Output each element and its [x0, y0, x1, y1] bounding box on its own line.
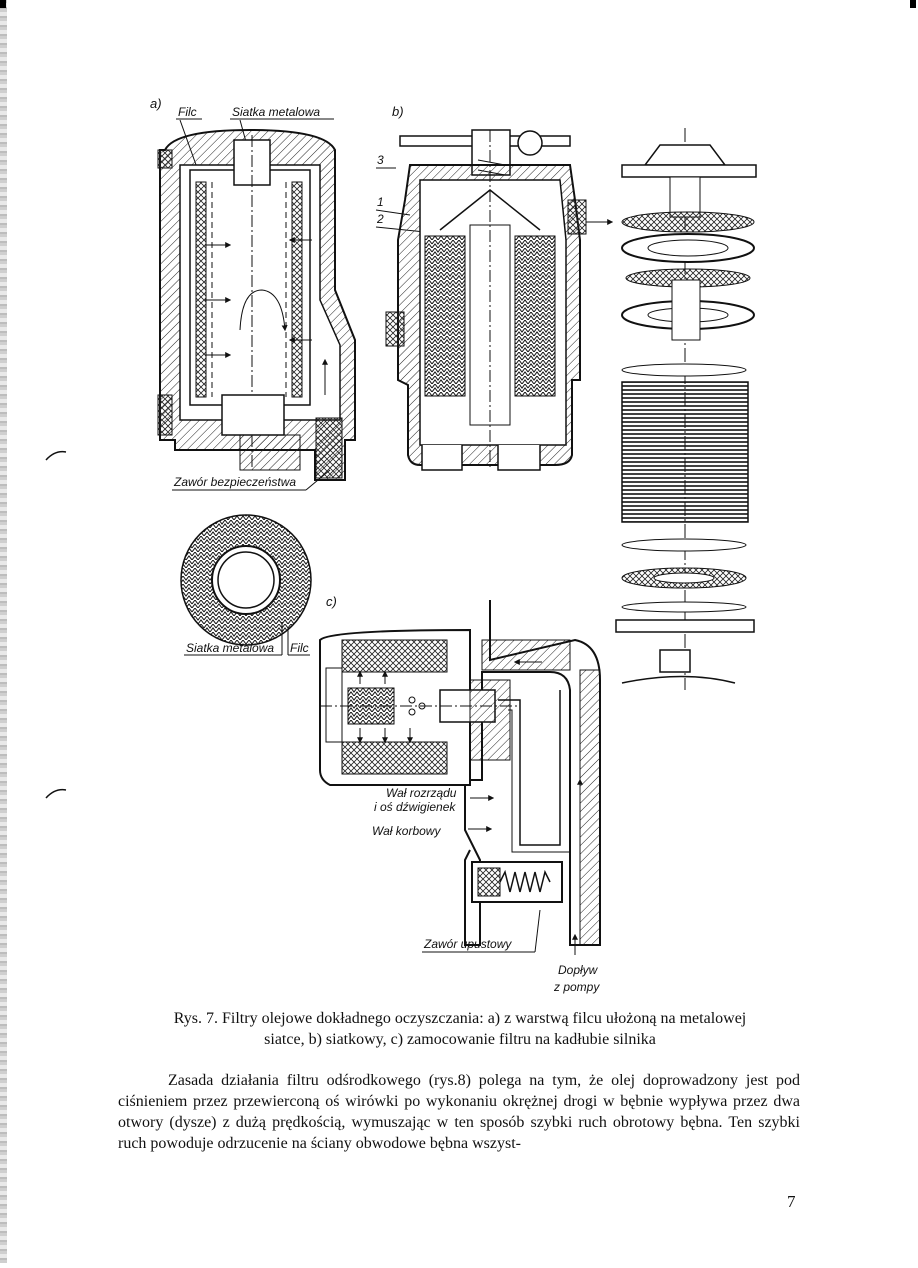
panel-b-label: b): [392, 104, 404, 119]
margin-mark: [45, 788, 67, 799]
filter-star-drawing: Siatka metalowa Filc: [180, 514, 312, 656]
label-zawor-bezpieczenstwa: Zawór bezpieczeństwa: [173, 475, 296, 489]
corner-mark-right: [910, 0, 916, 8]
label-siatka-metalowa-2: Siatka metalowa: [186, 641, 274, 655]
part-label-3: 3: [377, 153, 384, 167]
panel-b-drawing: b) 3 1 2: [375, 104, 614, 471]
panel-c-drawing: c) Wał rozrządu i oś dźwigi: [319, 594, 601, 994]
part-label-1: 1: [377, 195, 384, 209]
label-siatka-metalowa: Siatka metalowa: [232, 105, 320, 119]
label-doplyw: Dopływ: [558, 963, 599, 977]
page-number: 7: [787, 1192, 796, 1211]
scan-edge: [0, 0, 7, 1263]
body-paragraph: Zasada działania filtru odśrodkowego (ry…: [118, 1072, 800, 1152]
exploded-view-drawing: [615, 128, 757, 690]
part-label-2: 2: [376, 212, 384, 226]
label-filc: Filc: [178, 105, 197, 119]
margin-mark: [45, 450, 67, 461]
label-wal-korbowy: Wał korbowy: [372, 824, 441, 838]
label-wal-rozrzadu: Wał rozrządu: [386, 786, 457, 800]
panel-c-label: c): [326, 594, 337, 609]
caption-line-2: siatce, b) siatkowy, c) zamocowanie filt…: [264, 1031, 656, 1048]
figure-caption: Rys. 7. Filtry olejowe dokładnego oczysz…: [120, 1008, 800, 1050]
label-zawor-upustowy: Zawór upustowy: [423, 937, 512, 951]
label-filc-2: Filc: [290, 641, 309, 655]
caption-line-1: Rys. 7. Filtry olejowe dokładnego oczysz…: [173, 1010, 747, 1027]
corner-mark-left: [0, 0, 6, 8]
panel-a-drawing: a) Filc Siatka metalowa Zawór be: [150, 96, 356, 491]
label-z-pompy: z pompy: [553, 980, 600, 994]
label-os-dzwigienek: i oś dźwigienek: [374, 800, 456, 814]
panel-a-label: a): [150, 96, 162, 111]
